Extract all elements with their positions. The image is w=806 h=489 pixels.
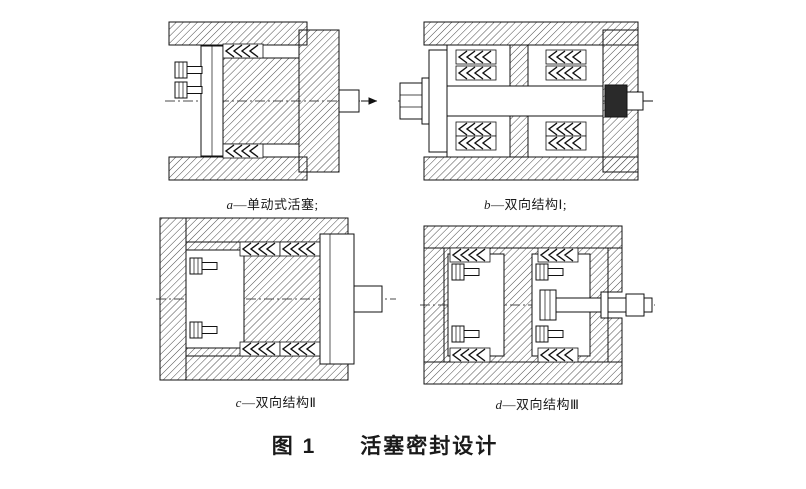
chevron-seal <box>545 135 587 151</box>
cylinder-wall <box>423 225 623 385</box>
panel-a-letter: a <box>226 197 234 212</box>
lock-nut <box>604 84 628 118</box>
chevron-seal-top <box>222 43 264 59</box>
panel-d: d—双向结构Ⅲ <box>420 220 655 413</box>
panel-c-label: —双向结构Ⅱ <box>241 395 317 410</box>
chevron-seal-top <box>239 241 281 257</box>
drawing-bidirectional-1 <box>398 21 653 181</box>
panel-a: a—单动式活塞; <box>165 12 380 213</box>
cylinder-wall <box>185 217 349 381</box>
bolt <box>174 81 203 99</box>
flow-arrow <box>361 97 378 105</box>
chevron-seal-bottom <box>537 347 579 363</box>
chevron-seal-bottom <box>449 347 491 363</box>
piston-rod <box>446 85 604 117</box>
chevron-seal-bottom <box>222 143 264 159</box>
end-cap-wall <box>159 217 187 381</box>
rod-stub <box>353 285 383 313</box>
panel-b: b—双向结构Ⅰ; <box>398 12 653 213</box>
chevron-seal-top <box>449 247 491 263</box>
chevron-seal <box>455 135 497 151</box>
panel-d-label: —双向结构Ⅲ <box>502 397 580 412</box>
chevron-seal <box>455 65 497 81</box>
panel-b-label: —双向结构Ⅰ; <box>491 197 567 212</box>
panel-b-letter: b <box>484 197 492 212</box>
chevron-seal-bottom <box>239 341 281 357</box>
cylinder-wall <box>168 21 308 181</box>
figure-name: 活塞密封设计 <box>360 435 499 458</box>
end-plate <box>428 49 448 153</box>
center-stud <box>539 289 653 321</box>
panel-b-caption: b—双向结构Ⅰ; <box>484 194 567 213</box>
panel-d-letter: d <box>495 397 503 412</box>
chevron-seal <box>545 65 587 81</box>
panel-c: c—双向结构Ⅱ <box>156 210 396 411</box>
spacer-ring-bottom <box>509 115 529 158</box>
drawing-bidirectional-3 <box>420 225 655 385</box>
chevron-seal <box>455 121 497 137</box>
chevron-seal <box>545 121 587 137</box>
piston-rod <box>338 89 360 113</box>
chevron-seal <box>455 49 497 65</box>
chevron-seal-bottom <box>279 341 321 357</box>
chevron-seal <box>545 49 587 65</box>
spacer-ring-top <box>509 44 529 87</box>
rod-stub <box>626 91 644 111</box>
bolt <box>174 61 203 79</box>
chevron-seal-top <box>279 241 321 257</box>
piston-body <box>222 57 300 145</box>
panel-d-caption: d—双向结构Ⅲ <box>496 394 580 413</box>
chevron-seal-top <box>537 247 579 263</box>
panel-c-letter: c <box>235 395 242 410</box>
figure-number: 图 1 <box>271 435 317 458</box>
panel-c-caption: c—双向结构Ⅱ <box>236 392 317 411</box>
figure-title: 图 1 活塞密封设计 <box>0 430 770 460</box>
panel-a-label: —单动式活塞; <box>233 197 319 212</box>
gland-block <box>298 29 340 173</box>
drawing-bidirectional-2 <box>156 217 396 381</box>
hex-bolt <box>399 77 430 125</box>
drawing-single-acting-piston <box>165 21 378 181</box>
cylinder-wall <box>423 21 639 181</box>
rod-side-block <box>319 233 355 365</box>
gland-wall <box>607 247 623 363</box>
panel-a-caption: a—单动式活塞; <box>226 194 318 213</box>
